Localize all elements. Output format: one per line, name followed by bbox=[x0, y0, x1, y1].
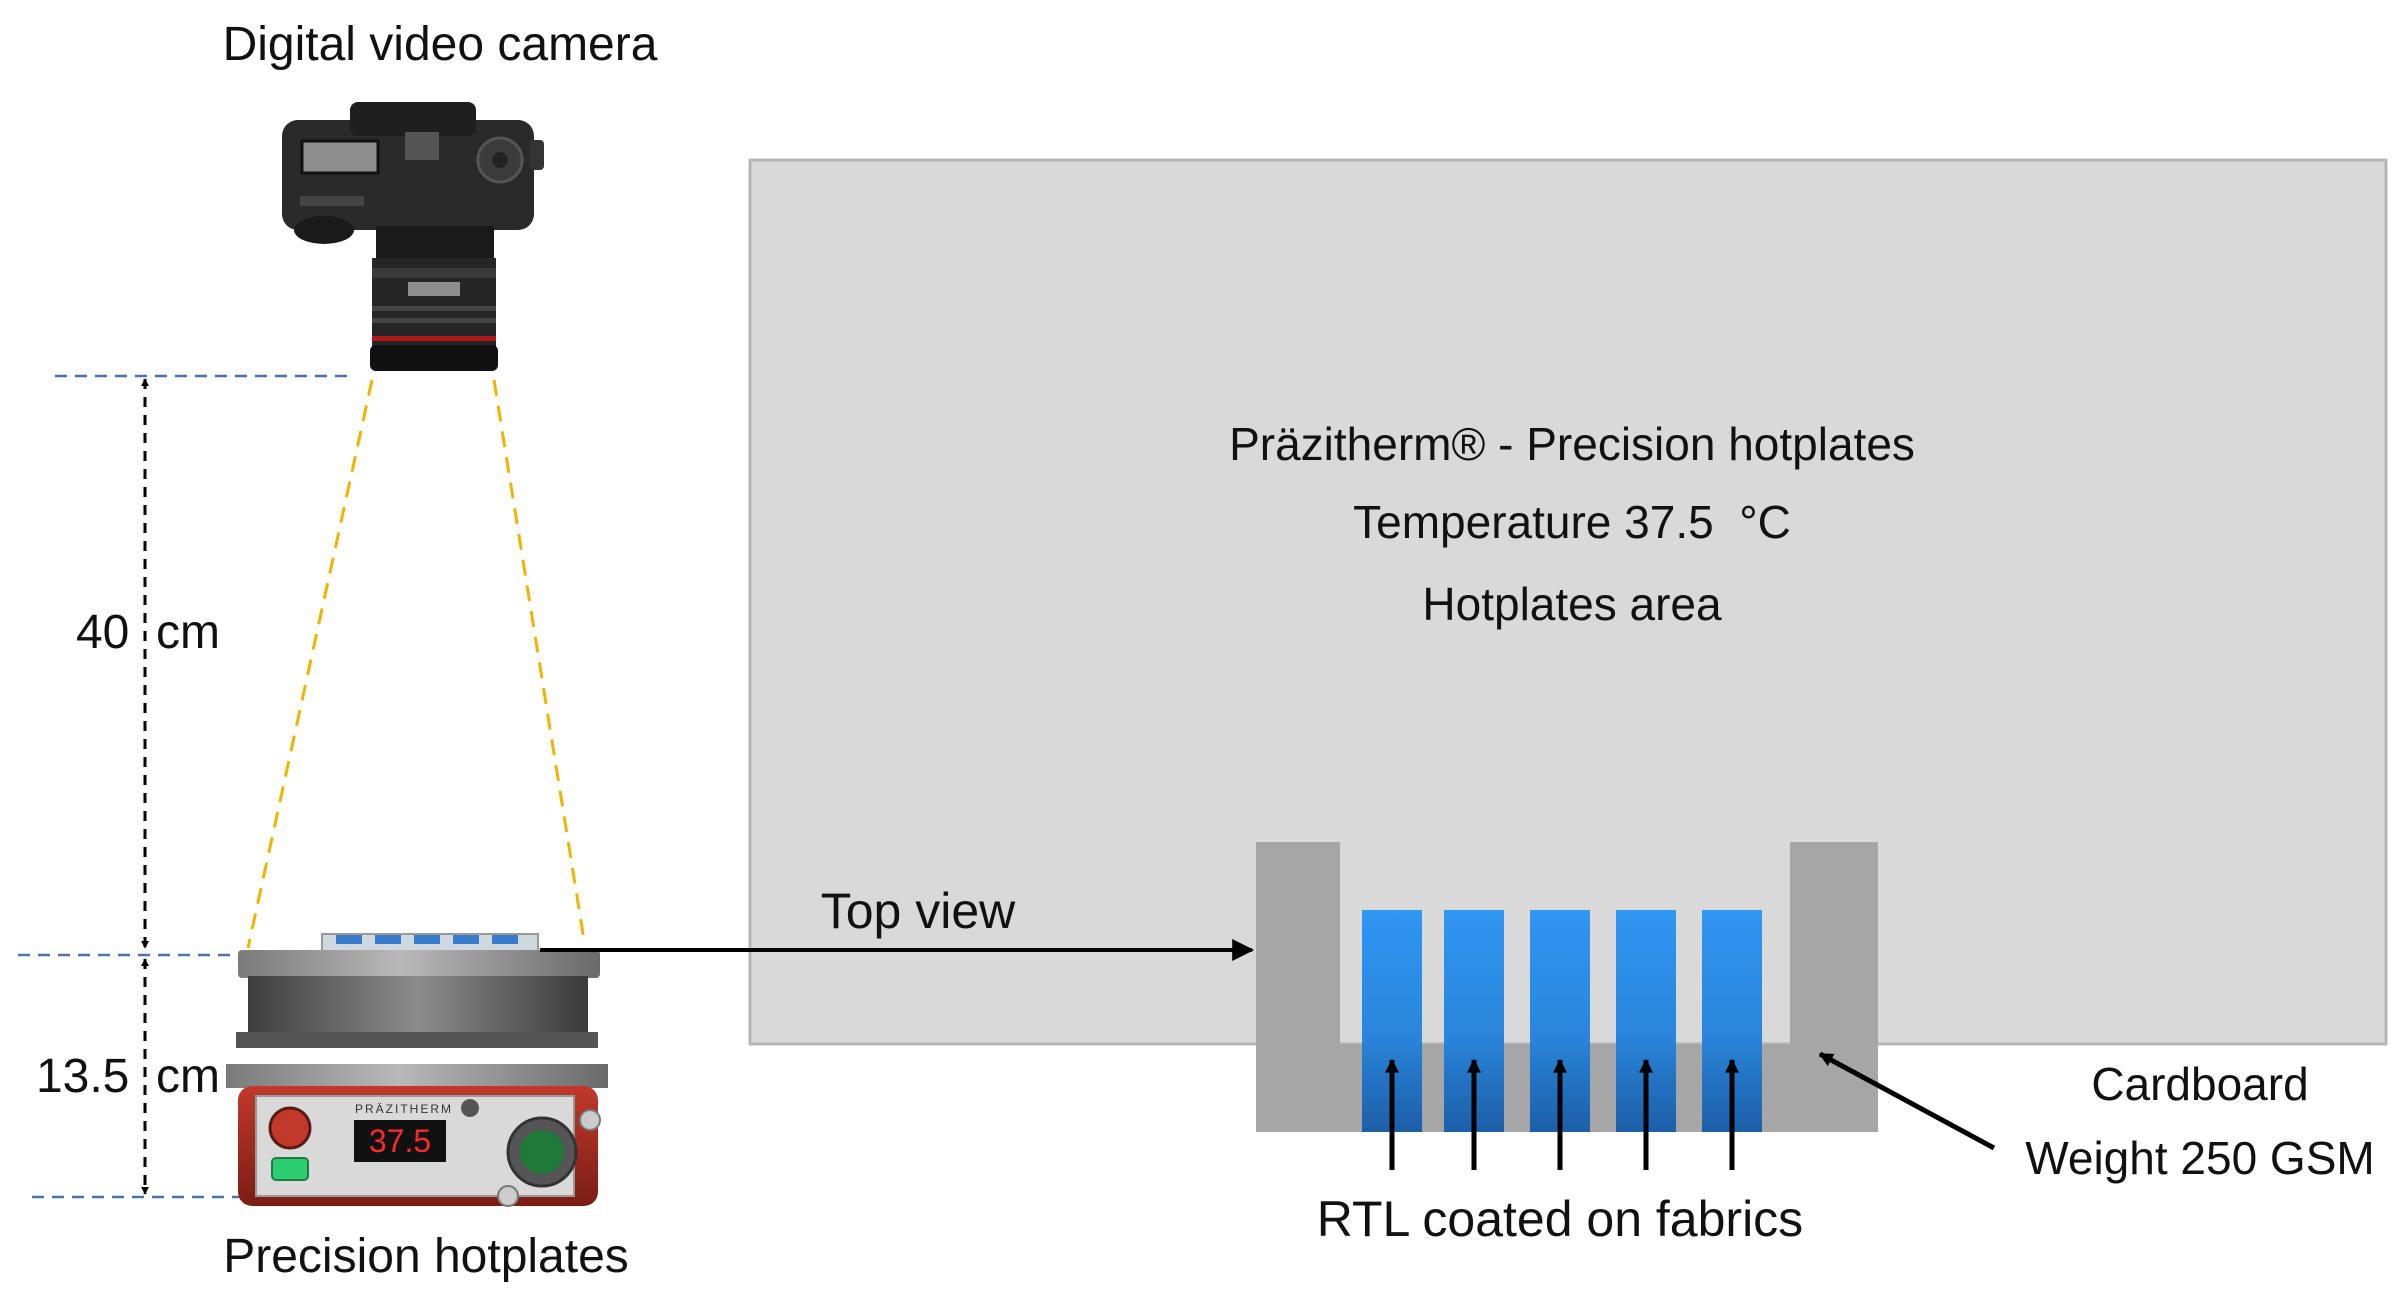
hotplate-brand-label: PRÄZITHERM bbox=[355, 1102, 453, 1116]
top-view-label: Top view bbox=[821, 883, 1016, 939]
cardboard-label-line1: Cardboard bbox=[2091, 1058, 2308, 1110]
camera-icon bbox=[282, 102, 544, 371]
rtl-label: RTL coated on fabrics bbox=[1317, 1191, 1803, 1247]
hotplates-area bbox=[748, 158, 2388, 1046]
area-title-line1: Präzitherm® - Precision hotplates bbox=[1229, 418, 1915, 470]
area-title-line2: Temperature 37.5 °C bbox=[1353, 496, 1791, 548]
height-label-lower: 13.5 cm bbox=[36, 1050, 220, 1103]
cardboard-pointer-arrow bbox=[1818, 1051, 1996, 1151]
camera-label: Digital video camera bbox=[223, 18, 658, 71]
height-guide-lines bbox=[18, 374, 352, 1199]
hotplate-display-readout: 37.5 bbox=[369, 1123, 431, 1159]
area-title-line3: Hotplates area bbox=[1422, 578, 1722, 630]
height-label-upper: 40 cm bbox=[76, 606, 220, 659]
rtl-pointer-arrows bbox=[1385, 1058, 1739, 1170]
camera-view-cone bbox=[246, 379, 586, 949]
hotplate-icon: 37.5 PRÄZITHERM bbox=[226, 933, 608, 1207]
hotplate-label: Precision hotplates bbox=[223, 1230, 629, 1283]
cardboard-label-line2: Weight 250 GSM bbox=[2025, 1132, 2374, 1184]
